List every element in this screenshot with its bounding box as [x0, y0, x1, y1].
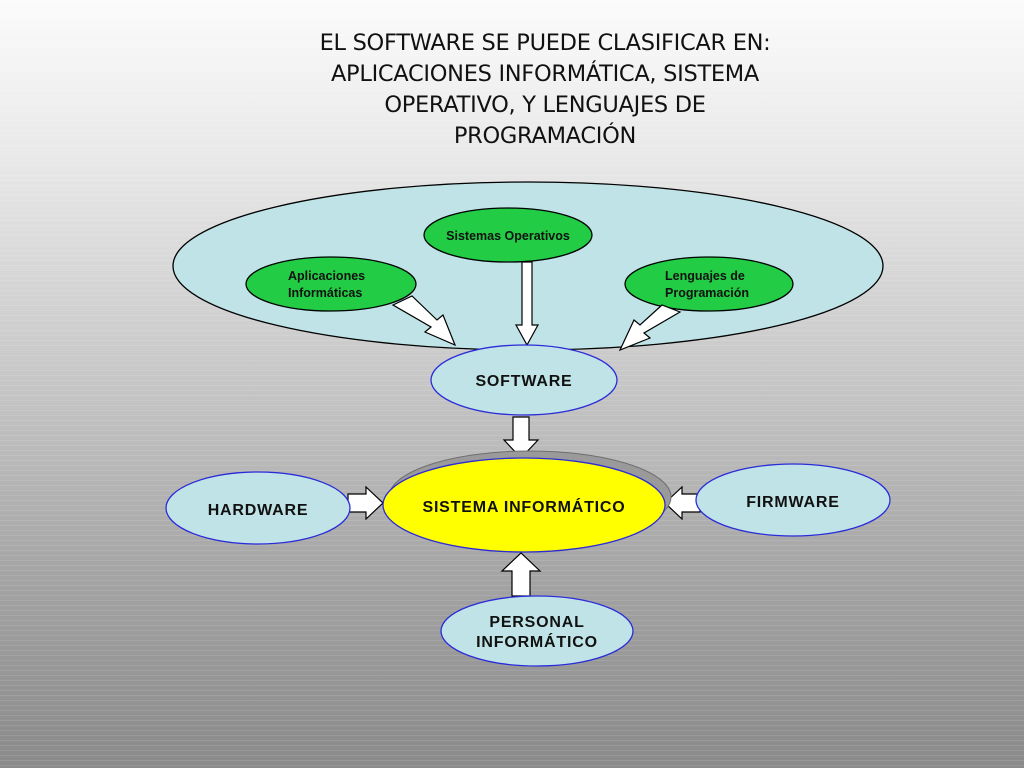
personal-label-line-1: PERSONAL	[489, 614, 584, 631]
sistemas-operativos-node	[423, 207, 593, 263]
personal-label-line-2: INFORMÁTICO	[476, 632, 598, 651]
arrow-aplicaciones-to-software	[391, 295, 457, 347]
arrow-sistemas-to-software	[514, 261, 540, 347]
aplicaciones-node	[245, 256, 417, 312]
lenguajes-node	[624, 256, 794, 312]
slide-title: EL SOFTWARE SE PUEDE CLASIFICAR EN: APLI…	[290, 28, 800, 152]
sistemas-operativos-label: Sistemas Operativos	[446, 229, 570, 243]
aplicaciones-label-line-1: Aplicaciones	[288, 269, 365, 283]
firmware-node	[695, 463, 891, 537]
title-line-3: OPERATIVO, Y LENGUAJES DE	[384, 92, 706, 118]
sistema-informatico-node	[382, 457, 666, 553]
title-line-2: APLICACIONES INFORMÁTICA, SISTEMA	[330, 61, 760, 87]
arrow-lenguajes-to-software	[618, 304, 682, 352]
title-line-1: EL SOFTWARE SE PUEDE CLASIFICAR EN:	[319, 30, 771, 56]
title-line-4: PROGRAMACIÓN	[453, 123, 637, 149]
hardware-label: HARDWARE	[208, 502, 309, 519]
hardware-node	[165, 471, 351, 545]
lenguajes-label-line-1: Lenguajes de	[665, 269, 745, 283]
aplicaciones-label-line-2: Informáticas	[288, 286, 362, 300]
personal-informatico-node	[440, 595, 634, 667]
arrow-software-to-sistema	[502, 416, 540, 459]
software-node	[430, 344, 618, 416]
lenguajes-label-line-2: Programación	[665, 286, 749, 300]
arrow-hardware-to-sistema	[347, 485, 384, 521]
firmware-label: FIRMWARE	[746, 494, 840, 511]
arrow-personal-to-sistema	[500, 552, 542, 597]
software-label: SOFTWARE	[475, 373, 572, 390]
arrow-firmware-to-sistema	[664, 485, 701, 521]
sistema-informatico-label: SISTEMA INFORMÁTICO	[422, 497, 625, 516]
